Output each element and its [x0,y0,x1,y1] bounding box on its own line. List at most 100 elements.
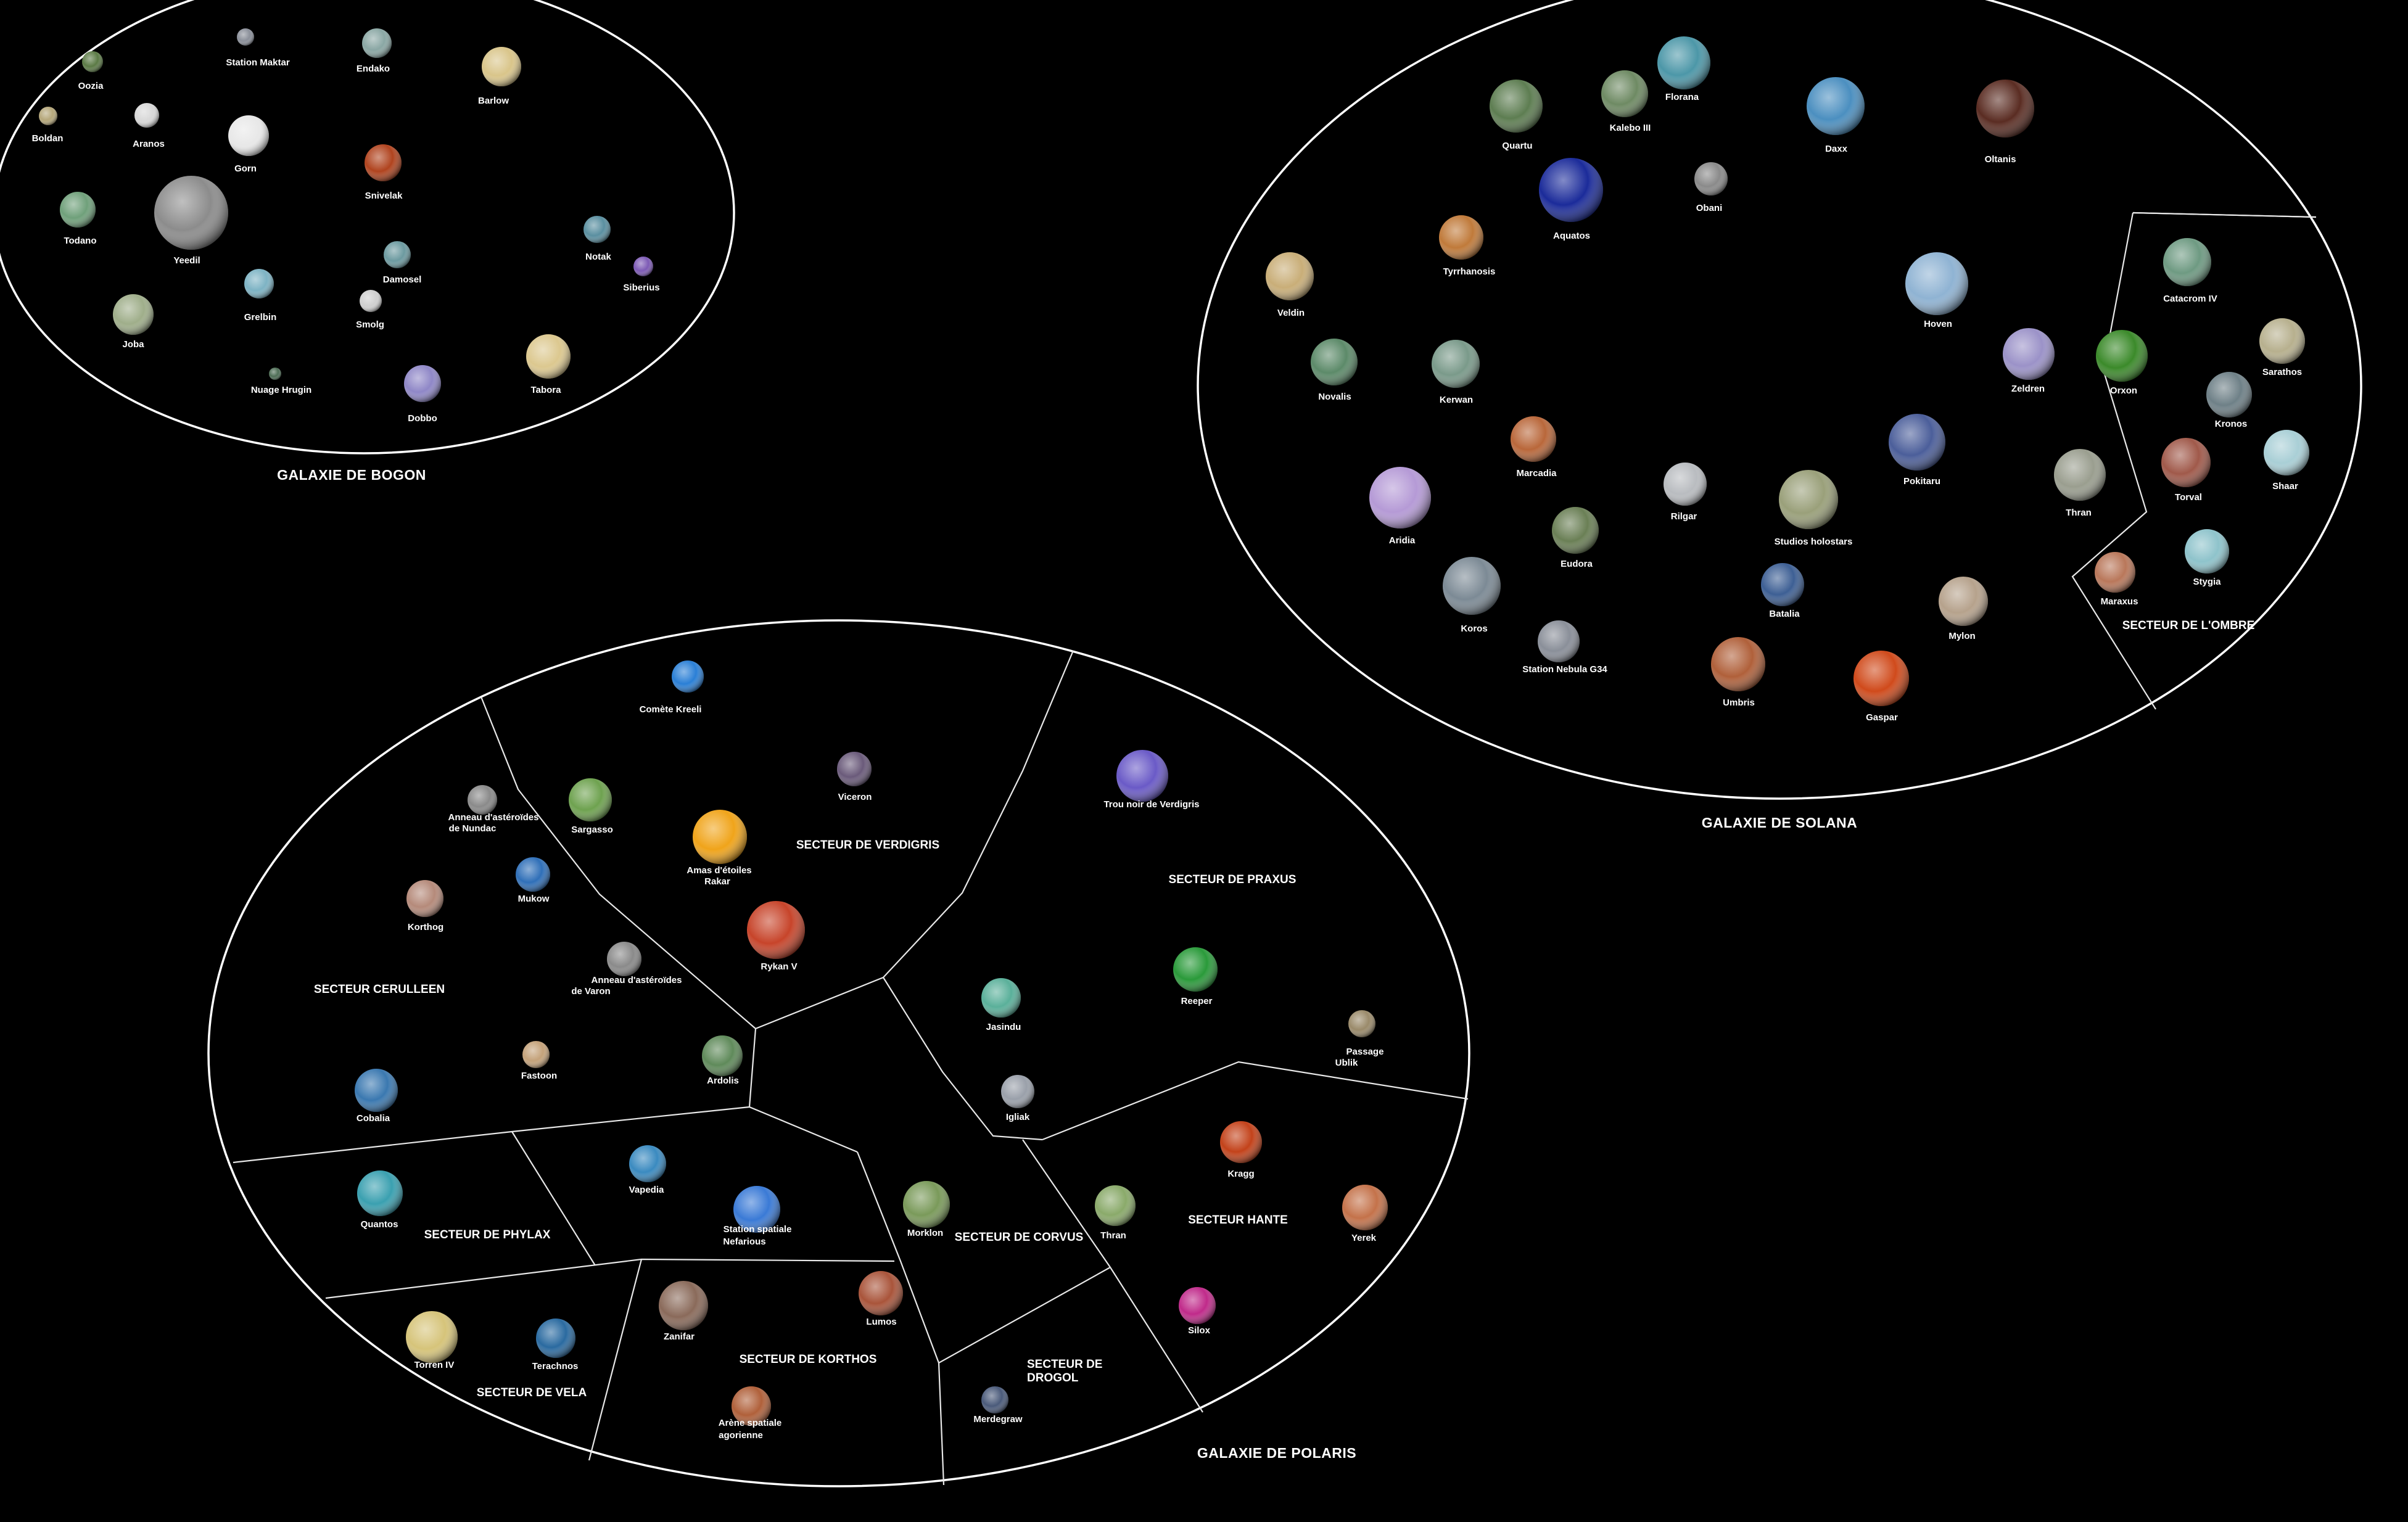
planet-shading [1432,340,1480,388]
planet-shading [1369,467,1431,529]
sector-border [1022,1139,1203,1413]
planet-label-passage-2: Ublik [1335,1058,1358,1068]
planet-label-thran-p: Thran [1100,1230,1126,1241]
planet-shading [733,1186,780,1233]
planet-shading [2206,372,2252,418]
sector-border [748,1028,858,1153]
planet-label-kronos: Kronos [2215,419,2248,429]
sector-border [511,1131,596,1266]
planet-shading [1116,750,1168,802]
planet-label-silox: Silox [1188,1325,1211,1336]
sector-label-verdigris: SECTEUR DE VERDIGRIS [796,839,939,852]
planet-label-yeedil: Yeedil [173,255,200,266]
planet-label-arene-1: Arène spatiale [719,1418,782,1428]
planet-label-kalebo-iii: Kalebo III [1610,123,1651,133]
planet-shading [468,785,497,815]
planet-label-station-maktar: Station Maktar [226,57,290,68]
planet-shading [1905,252,1968,315]
planet-label-siberius: Siberius [623,282,659,293]
sector-border [938,1362,945,1486]
sector-label-corvus: SECTEUR DE CORVUS [955,1231,1084,1244]
planet-label-station-nefarious-2: Nefarious [723,1236,765,1247]
planet-shading [406,880,443,917]
planet-label-barlow: Barlow [478,96,509,106]
planet-label-umbris: Umbris [1723,697,1755,708]
planet-shading [607,942,641,976]
planet-shading [1976,80,2034,138]
planet-shading [357,1170,403,1216]
planet-shading [1889,414,1945,471]
planet-label-zanifar: Zanifar [664,1331,695,1342]
planet-shading [1539,158,1603,222]
planet-label-notak: Notak [585,252,611,262]
planet-shading [1311,339,1358,385]
planet-label-station-nefarious-1: Station spatiale [724,1224,792,1235]
planet-shading [702,1035,743,1076]
planet-label-vapedia: Vapedia [629,1185,664,1195]
planet-shading [2264,430,2309,475]
sector-border [1042,1061,1469,1141]
planet-shading [1939,577,1988,626]
planet-label-arene-2: agorienne [719,1430,763,1441]
planet-label-veldin: Veldin [1277,308,1305,318]
planet-shading [1095,1185,1136,1226]
sector-border [588,1259,643,1461]
planet-shading [1266,252,1314,300]
planet-shading [1439,215,1483,260]
planet-shading [1490,80,1543,133]
planet-shading [113,294,154,335]
sector-label-drogol: DROGOL [1027,1372,1079,1384]
sector-border [233,1106,750,1164]
planet-label-todano: Todano [64,236,96,246]
planet-shading [244,269,274,298]
sector-label-vela: SECTEUR DE VELA [477,1386,587,1399]
planet-shading [1807,77,1865,135]
sector-label-hante: SECTEUR HANTE [1188,1214,1288,1227]
planet-shading [134,103,159,128]
planet-label-tyrrhanosis: Tyrrhanosis [1443,266,1496,277]
planet-shading [1538,620,1580,662]
planet-label-dobbo: Dobbo [408,413,437,424]
planet-label-kerwan: Kerwan [1440,395,1473,405]
planet-shading [60,192,96,228]
planet-shading [2003,328,2055,380]
planet-shading [659,1281,708,1330]
planet-label-batalia: Batalia [1769,609,1800,619]
planet-shading [406,1311,458,1363]
sector-label-cerulleen: SECTEUR CERULLEEN [314,983,445,996]
planet-shading [228,115,269,156]
sector-label-korthos: SECTEUR DE KORTHOS [740,1353,877,1366]
polaris-sector-borders [233,650,1469,1486]
planet-label-station-nebula-g34: Station Nebula G34 [1522,664,1607,675]
planet-label-mukow: Mukow [518,894,550,904]
planet-label-reeper: Reeper [1181,996,1213,1006]
planet-label-koros: Koros [1461,623,1487,634]
planet-label-endako: Endako [357,64,390,74]
planet-label-maraxus: Maraxus [2101,596,2138,607]
planet-label-igliak: Igliak [1006,1112,1030,1122]
planet-label-amas-rakar-1: Amas d'étoiles [687,865,751,876]
planet-label-quantos: Quantos [361,1219,398,1230]
planet-shading [583,216,611,243]
planet-label-merdegraw: Merdegraw [973,1414,1023,1425]
galaxy-border-bogon [0,0,735,455]
planet-shading [39,107,57,125]
planet-shading [1001,1075,1034,1108]
planet-shading [859,1271,903,1315]
planet-shading [2161,438,2211,487]
planet-shading [522,1041,550,1068]
galaxy-title-solana: GALAXIE DE SOLANA [1702,815,1858,831]
planet-shading [1173,947,1218,992]
planet-shading [1220,1121,1262,1163]
planet-label-terachnos: Terachnos [532,1361,579,1372]
planet-label-anneau-nundac-1: Anneau d'astéroïdes [448,812,539,823]
planet-label-anneau-varon-2: de Varon [571,986,610,997]
planet-label-torren-iv: Torren IV [414,1360,455,1370]
planet-label-aridia: Aridia [1389,535,1416,546]
galaxy-border-polaris [207,619,1470,1487]
planet-label-stygia: Stygia [2193,577,2221,587]
planet-shading [2054,449,2106,501]
planet-shading [384,241,411,268]
planet-label-cobalia: Cobalia [357,1113,390,1124]
